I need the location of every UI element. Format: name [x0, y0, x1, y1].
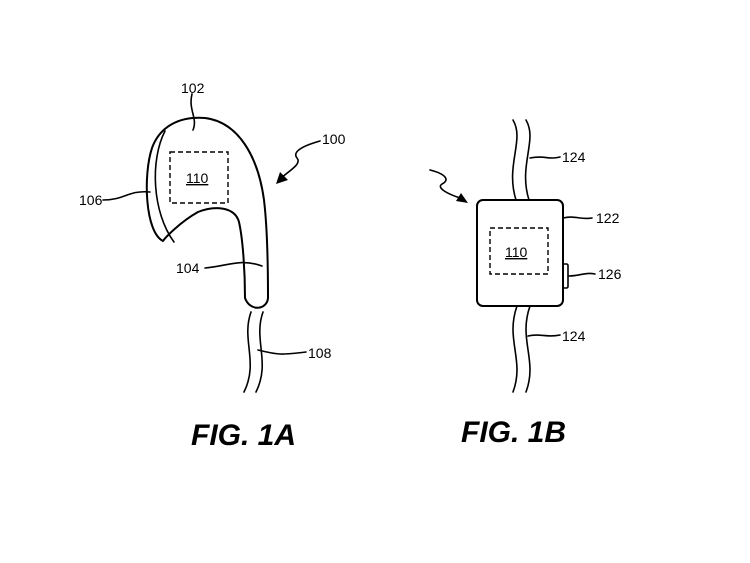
earbud-cable-right: [255, 311, 264, 393]
remote-cable-top-right: [524, 119, 531, 201]
label-106: 106: [79, 192, 103, 208]
label-110-remote: 110: [505, 244, 528, 260]
remote-cable-bottom-right: [525, 305, 531, 393]
earbud-cable-left: [243, 311, 252, 393]
fig-1b-inline-remote: 124 122 110 126 124 FIG. 1B: [429, 119, 622, 449]
label-102: 102: [181, 80, 205, 96]
remote-component-box: [489, 227, 549, 275]
label-100: 100: [322, 131, 346, 147]
label-110-earbud: 110: [186, 170, 209, 186]
leader-108: [257, 349, 307, 355]
label-122: 122: [596, 210, 620, 226]
remote-cable-bottom-left: [512, 305, 518, 393]
remote-side-button: [562, 263, 569, 289]
fig-1a-earbud: 102 100 110 106 104 108 FIG. 1A: [79, 80, 346, 452]
arrow-100-zigzag: [279, 140, 321, 180]
earbud-component-box: [169, 151, 229, 204]
arrow-1b-zigzag: [429, 169, 461, 199]
leader-104: [204, 261, 263, 269]
leader-106: [102, 190, 151, 201]
remote-housing: [476, 199, 564, 307]
leader-102: [190, 93, 196, 131]
caption-fig-1b: FIG. 1B: [461, 416, 566, 449]
earbud-speaker-face-line: [154, 130, 175, 243]
arrow-1b-head: [456, 193, 468, 203]
arrow-100-head: [276, 172, 288, 184]
label-124-bottom: 124: [562, 328, 586, 344]
label-108: 108: [308, 345, 332, 361]
label-104: 104: [176, 260, 200, 276]
earbud-housing-outline: [145, 116, 269, 309]
label-126: 126: [598, 266, 622, 282]
leader-126: [568, 272, 596, 277]
leader-124-bottom: [527, 334, 561, 337]
leader-124-top: [529, 156, 561, 159]
caption-fig-1a: FIG. 1A: [191, 419, 296, 452]
leader-122: [562, 216, 593, 220]
remote-cable-top-left: [511, 119, 518, 201]
label-124-top: 124: [562, 149, 586, 165]
